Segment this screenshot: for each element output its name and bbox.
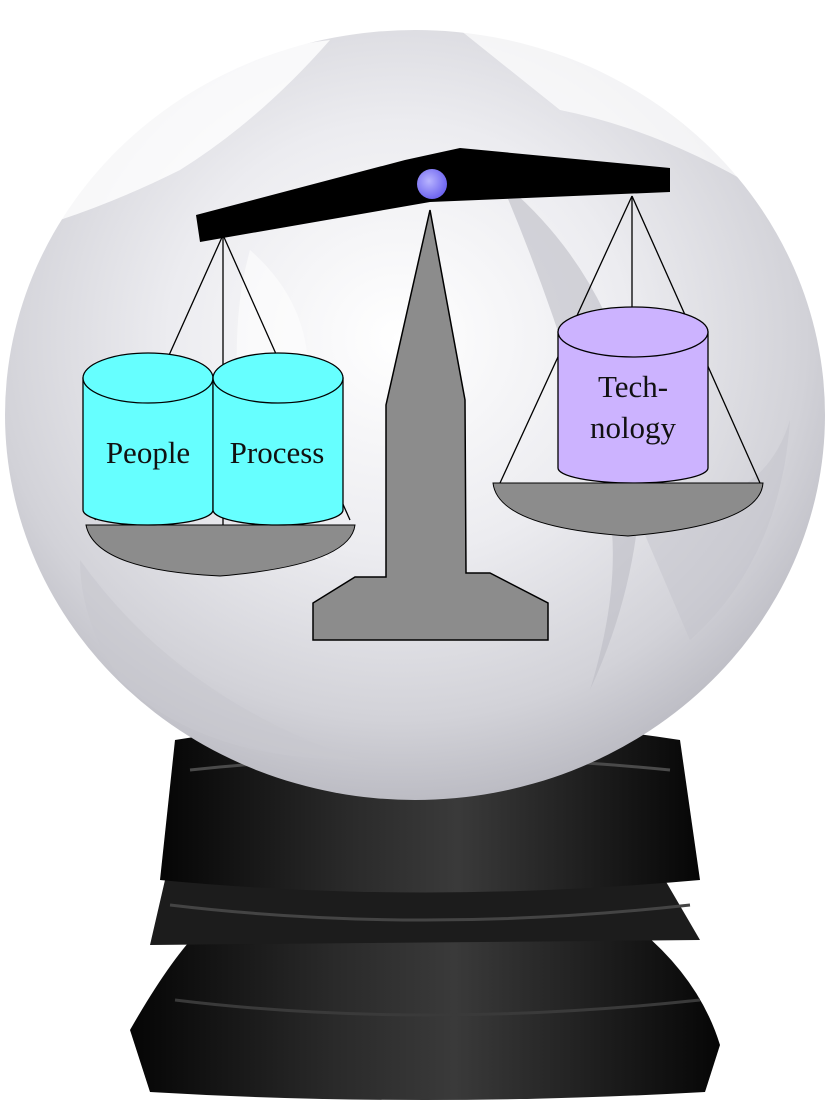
process-drum: Process	[212, 352, 344, 526]
process-label: Process	[230, 435, 325, 470]
scale-pillar	[312, 209, 549, 641]
pivot-icon	[417, 169, 447, 199]
left-pan	[85, 524, 356, 577]
right-pan	[492, 482, 764, 537]
people-drum: People	[82, 352, 214, 526]
technology-drum: Tech- nology	[557, 306, 709, 484]
technology-label-line1: Tech-	[598, 369, 668, 404]
technology-label-line2: nology	[590, 410, 677, 445]
balance-scale-icon: People Process Tech- nology	[82, 148, 764, 641]
people-label: People	[106, 435, 190, 470]
